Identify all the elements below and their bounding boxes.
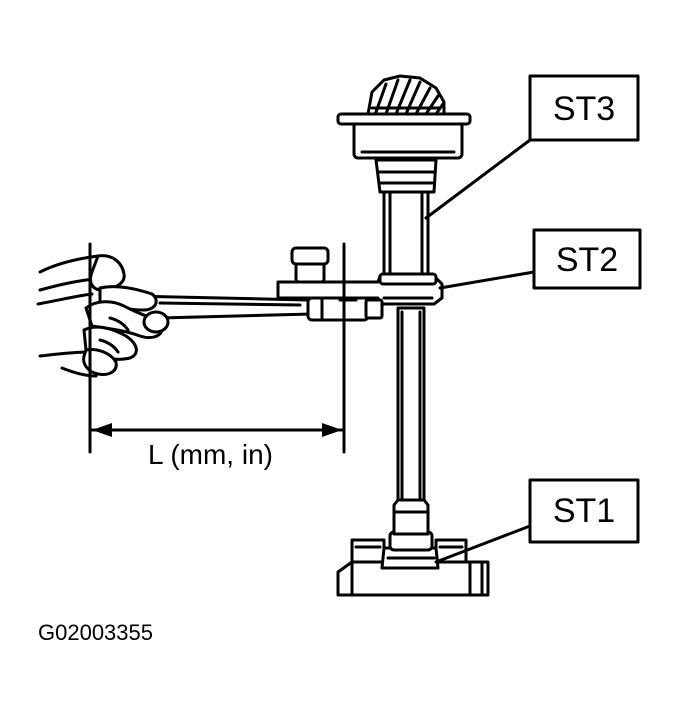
label-st2: ST2	[556, 241, 618, 279]
label-st3: ST3	[553, 90, 615, 128]
callout-leaders	[424, 138, 536, 564]
base-fixture	[336, 530, 490, 597]
dimension-label: L (mm, in)	[148, 439, 273, 470]
lower-shaft	[392, 306, 430, 536]
callout-st3: ST3	[528, 74, 640, 142]
callout-st1: ST1	[528, 478, 640, 544]
dimension-L	[88, 242, 346, 454]
label-st1: ST1	[553, 492, 615, 530]
upper-housing	[336, 112, 472, 282]
wrench-assembly	[128, 246, 444, 322]
figure-code: G02003355	[38, 620, 153, 645]
hand	[36, 254, 170, 378]
callout-st2: ST2	[532, 228, 642, 290]
pinion-gear	[366, 74, 446, 116]
